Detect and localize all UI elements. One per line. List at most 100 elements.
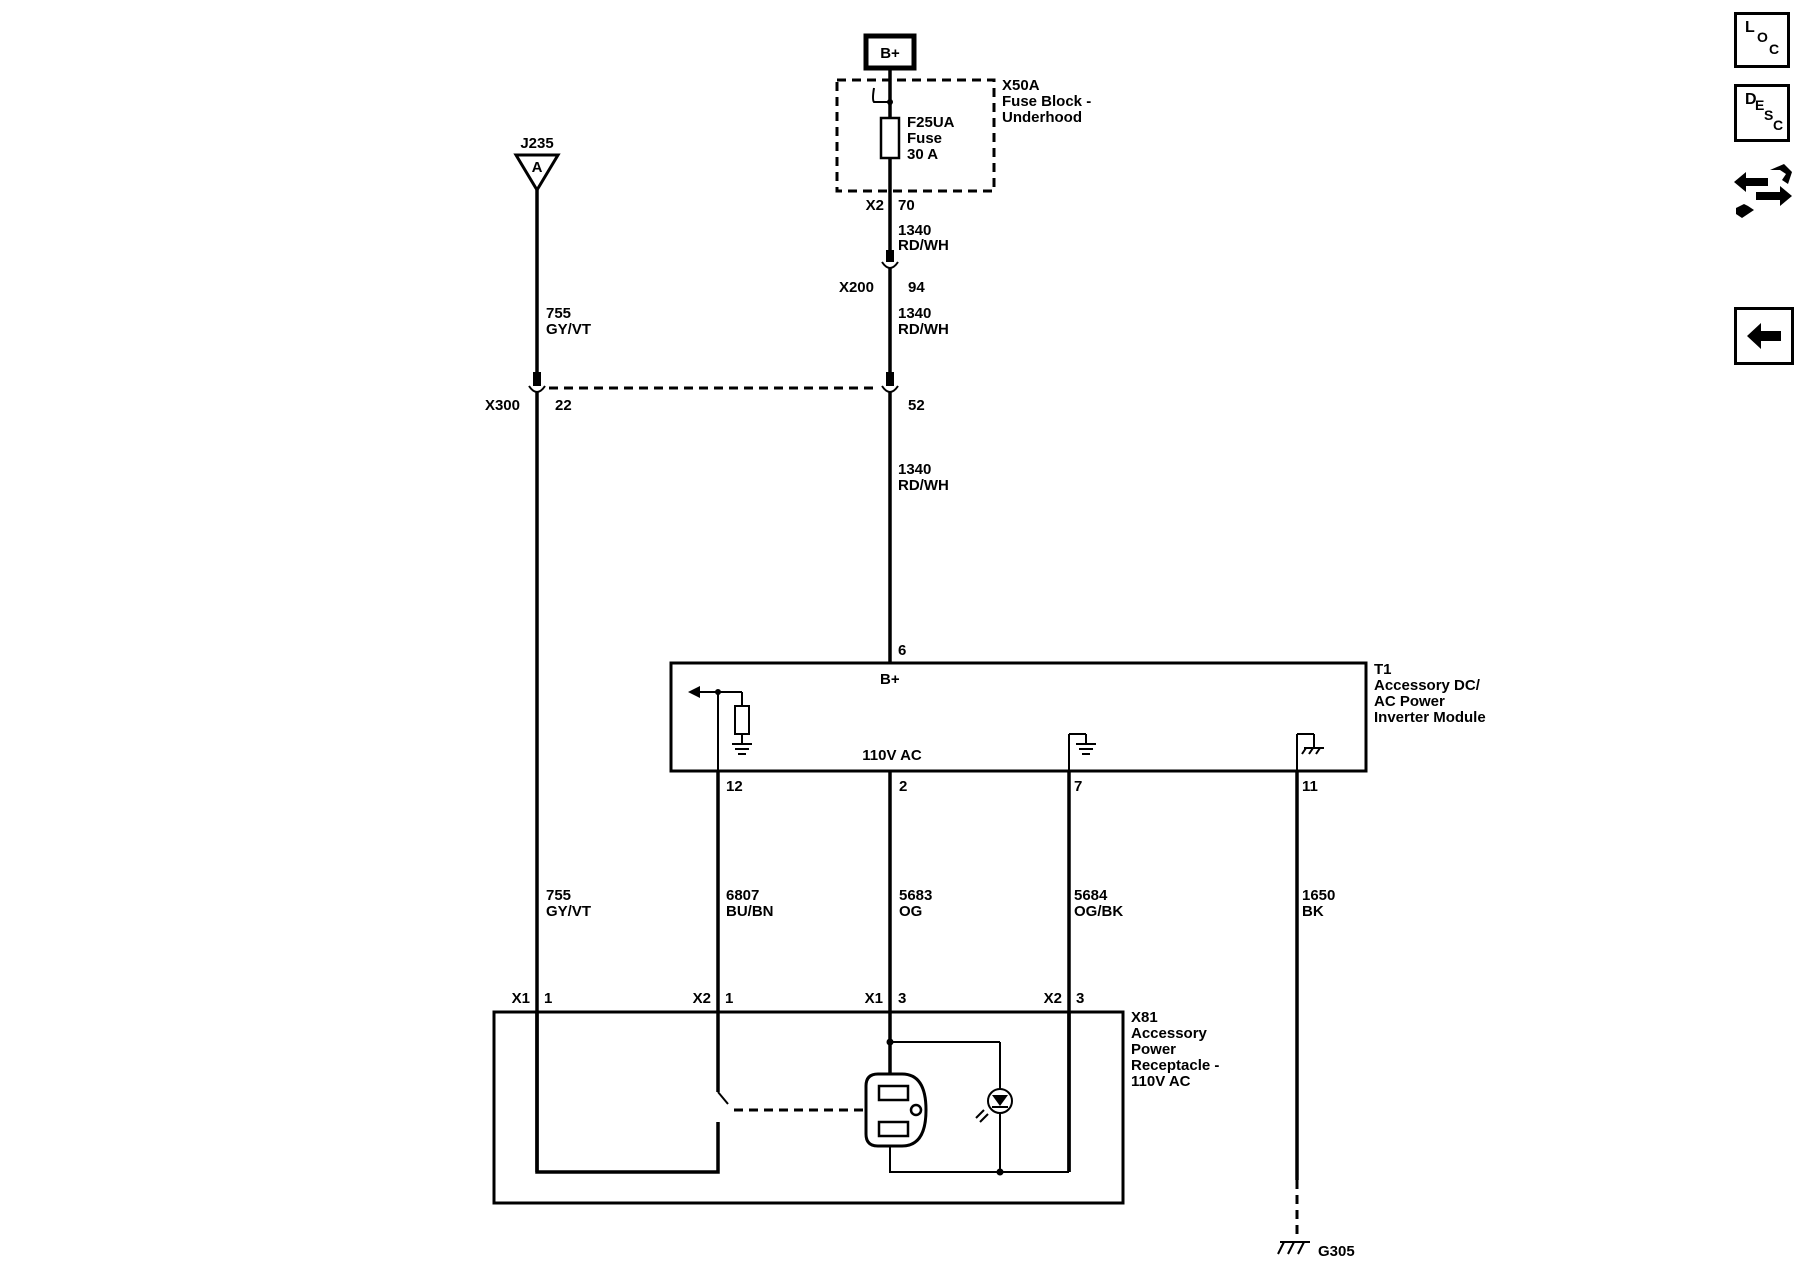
t1-ground-symbol-7 (1068, 733, 1096, 771)
fuse-symbol (879, 116, 901, 160)
x81-pin-2: 1 (725, 990, 733, 1007)
ground-g305-symbol (1277, 1241, 1310, 1255)
ac-outlet-icon (864, 1072, 928, 1148)
x81-pin-3: 3 (898, 990, 906, 1007)
svg-text:Underhood: Underhood (1002, 109, 1082, 126)
wire-1340-label-c: 1340 RD/WH (898, 461, 949, 494)
svg-text:Power: Power (1131, 1041, 1176, 1058)
wire-1340-label-b: 1340 RD/WH (898, 305, 949, 338)
svg-text:GY/VT: GY/VT (546, 903, 591, 920)
fuse-block-conn: X2 (866, 197, 884, 214)
svg-text:5683: 5683 (899, 887, 932, 904)
loc-letter-o: O (1757, 29, 1768, 45)
svg-text:GY/VT: GY/VT (546, 321, 591, 338)
svg-text:BU/BN: BU/BN (726, 903, 774, 920)
svg-text:RD/WH: RD/WH (898, 237, 949, 254)
bus-tap-symbol (872, 87, 890, 103)
x81-conn-4: X2 (1044, 990, 1062, 1007)
svg-text:1340: 1340 (898, 305, 931, 322)
svg-text:Fuse Block -: Fuse Block - (1002, 93, 1091, 110)
svg-text:X81: X81 (1131, 1009, 1158, 1026)
splice-j235-symbol: A (513, 153, 561, 193)
svg-text:RD/WH: RD/WH (898, 477, 949, 494)
wrench-arrows-icon[interactable] (1730, 160, 1796, 220)
x81-conn-2: X2 (693, 990, 711, 1007)
svg-text:X50A: X50A (1002, 77, 1040, 94)
svg-text:Accessory DC/: Accessory DC/ (1374, 677, 1481, 694)
svg-text:OG/BK: OG/BK (1074, 903, 1123, 920)
receptacle-x81-box (492, 1010, 1125, 1205)
x81-conn-3: X1 (865, 990, 883, 1007)
x300-pin-left: 22 (555, 397, 572, 414)
svg-text:1340: 1340 (898, 222, 931, 239)
module-t1-label: T1 Accessory DC/ AC Power Inverter Modul… (1374, 661, 1486, 726)
x81-pin-1: 1 (544, 990, 552, 1007)
svg-text:AC Power: AC Power (1374, 693, 1445, 710)
wire-755-label-a: 755 GY/VT (546, 305, 591, 338)
connector-x200 (881, 250, 899, 269)
svg-text:6807: 6807 (726, 887, 759, 904)
svg-text:F25UA: F25UA (907, 114, 955, 131)
svg-text:755: 755 (546, 887, 571, 904)
fuse-block-pin: 70 (898, 197, 915, 214)
back-button[interactable] (1734, 307, 1794, 365)
desc-button[interactable]: D E S C (1734, 84, 1790, 142)
x200-pin: 94 (908, 279, 925, 296)
svg-text:755: 755 (546, 305, 571, 322)
svg-text:RD/WH: RD/WH (898, 321, 949, 338)
t1-pin-7: 7 (1074, 778, 1082, 795)
fuse-label: F25UA Fuse 30 A (907, 114, 955, 163)
wire-label-1650: 1650 BK (1302, 887, 1335, 920)
desc-letter-e: E (1755, 97, 1765, 113)
wire-label-5684: 5684 OG/BK (1074, 887, 1123, 920)
svg-text:Receptacle -: Receptacle - (1131, 1057, 1219, 1074)
fuse-block-outline (835, 78, 996, 193)
connector-x300 (528, 372, 899, 393)
loc-letter-c: C (1769, 41, 1780, 57)
svg-text:Accessory: Accessory (1131, 1025, 1208, 1042)
fuse-block-label: X50A Fuse Block - Underhood (1002, 77, 1091, 126)
j235-letter: A (532, 159, 543, 176)
svg-text:OG: OG (899, 903, 922, 920)
arrow-left-icon (1747, 323, 1781, 349)
t1-inner-label: 110V AC (862, 747, 922, 764)
t1-pin-2: 2 (899, 778, 907, 795)
g305-ref: G305 (1318, 1243, 1355, 1260)
b-plus-label: B+ (880, 45, 900, 62)
module-t1-box (669, 661, 1368, 773)
loc-letter-l: L (1745, 19, 1755, 36)
b-plus-source: B+ (863, 33, 917, 71)
wire-label-5683: 5683 OG (899, 887, 932, 920)
desc-letter-d: D (1745, 91, 1757, 108)
svg-text:T1: T1 (1374, 661, 1392, 678)
t1-pin-bplus: 6 (898, 642, 906, 659)
svg-text:1340: 1340 (898, 461, 931, 478)
svg-text:Inverter Module: Inverter Module (1374, 709, 1486, 726)
x81-conn-1: X1 (512, 990, 530, 1007)
x300-pin-right: 52 (908, 397, 925, 414)
x81-pin-4: 3 (1076, 990, 1084, 1007)
desc-letter-s: S (1764, 107, 1774, 123)
x300-ref: X300 (485, 397, 520, 414)
svg-text:Fuse: Fuse (907, 130, 942, 147)
svg-text:5684: 5684 (1074, 887, 1108, 904)
loc-button[interactable]: L O C (1734, 12, 1790, 68)
t1-bplus-label: B+ (880, 671, 900, 688)
svg-text:30 A: 30 A (907, 146, 938, 163)
t1-pin-12: 12 (726, 778, 743, 795)
x200-ref: X200 (839, 279, 874, 296)
receptacle-internal-wiring (535, 1012, 1071, 1176)
svg-text:BK: BK (1302, 903, 1324, 920)
wire-label-755-lower: 755 GY/VT (546, 887, 591, 920)
j235-ref: J235 (520, 135, 553, 152)
t1-chassis-ground-11 (1296, 733, 1324, 771)
wire-1340-label-a: 1340 RD/WH (898, 222, 949, 254)
receptacle-x81-label: X81 Accessory Power Receptacle - 110V AC (1131, 1009, 1219, 1090)
svg-text:1650: 1650 (1302, 887, 1335, 904)
t1-signal-input-circuit (688, 686, 752, 771)
t1-pin-11: 11 (1302, 778, 1318, 795)
wire-label-6807: 6807 BU/BN (726, 887, 774, 920)
svg-text:110V AC: 110V AC (1131, 1073, 1191, 1090)
desc-letter-c: C (1773, 117, 1784, 133)
